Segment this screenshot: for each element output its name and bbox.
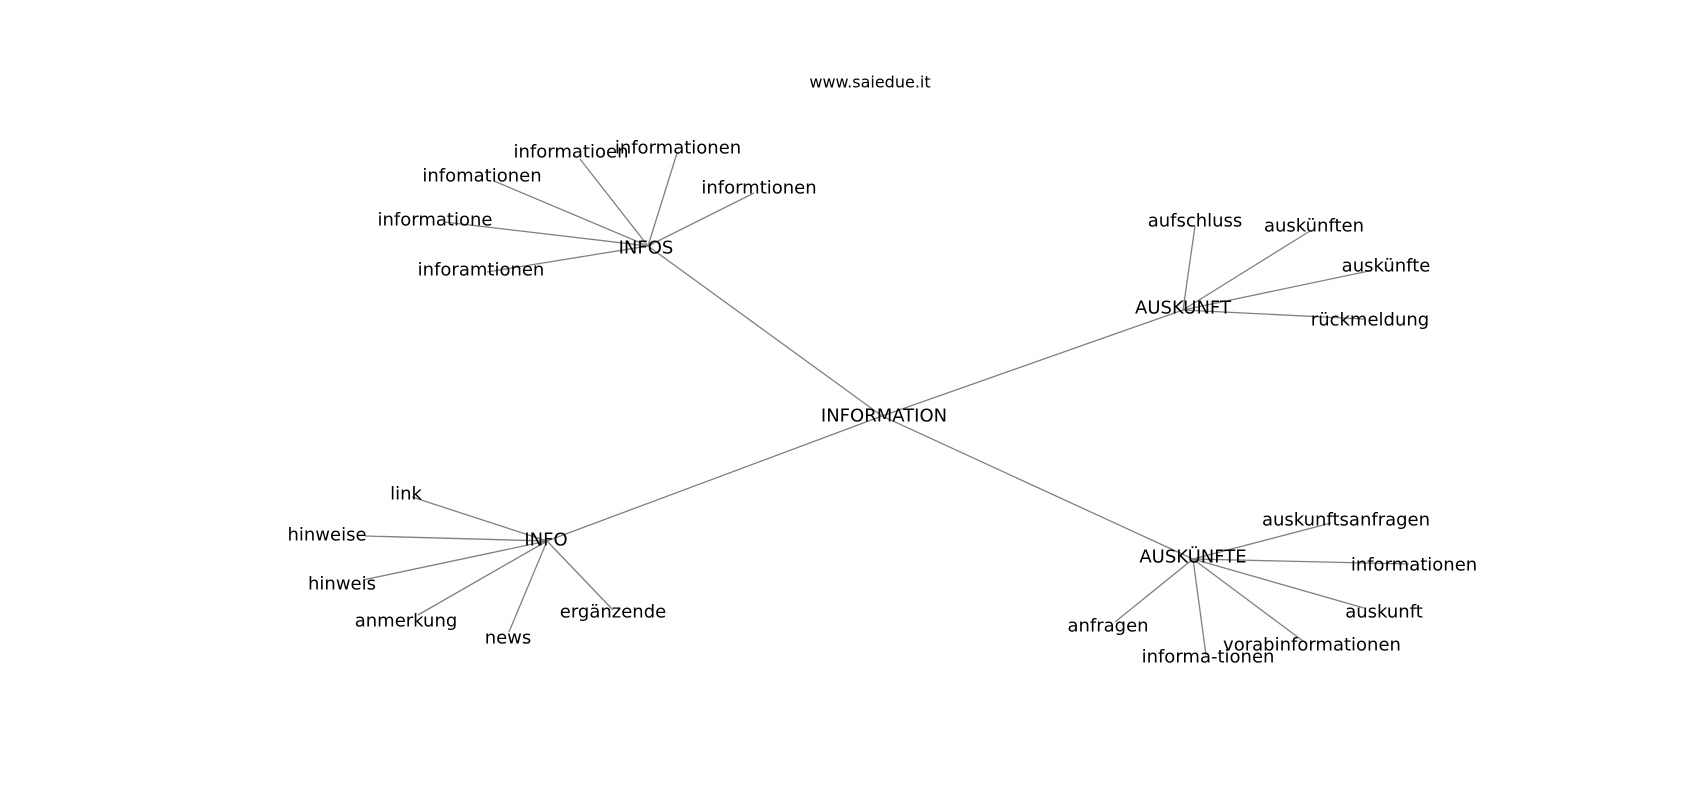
edge-auskunft-auskunft_3 — [1182, 270, 1370, 311]
node-label-auskunft_4: rückmeldung — [1311, 310, 1429, 331]
node-label-auskuenfte_3: auskunft — [1345, 602, 1423, 623]
edge-auskuenfte-auskuenfte_3 — [1192, 558, 1365, 609]
label-layer: INFORMATION INFOS AUSKUNFT INFO AUSKÜNFTE inf… — [287, 138, 1477, 668]
node-label-infos_3: infomationen — [422, 166, 541, 187]
edge-auskunft-auskunft_4 — [1182, 309, 1365, 320]
edge-info-info_1 — [411, 496, 548, 542]
edge-center-infos — [647, 245, 883, 417]
edge-infos-infos_1 — [579, 158, 649, 247]
node-label-auskuenfte_2: informationen — [1351, 555, 1477, 576]
edge-infos-infos_5 — [443, 221, 649, 247]
node-label-infos_4: informtionen — [701, 178, 816, 199]
node-label-auskunft_2: auskünften — [1264, 216, 1364, 237]
edge-info-info_2 — [364, 535, 548, 542]
edge-auskuenfte-auskuenfte_4 — [1192, 558, 1308, 645]
edge-auskunft-auskunft_1 — [1182, 225, 1196, 311]
node-label-infos_5: informatione — [378, 210, 493, 231]
node-label-auskuenfte_1: auskunftsanfragen — [1262, 510, 1430, 531]
edge-auskuenfte-auskuenfte_5 — [1192, 558, 1207, 656]
node-label-infos_2: informationen — [615, 138, 741, 159]
node-label-infos_1: informatioen — [514, 142, 629, 163]
edge-info-info_3 — [362, 540, 548, 581]
node-label-auskunft: AUSKUNFT — [1135, 298, 1232, 319]
node-label-auskuenfte_5: informa-tionen — [1142, 647, 1275, 668]
node-label-info_5: news — [485, 628, 532, 649]
node-label-info_1: link — [390, 484, 422, 505]
node-label-auskuenfte_4: vorabinformationen — [1223, 635, 1401, 656]
node-label-info_6: ergänzende — [560, 602, 666, 623]
edge-infos-infos_2 — [647, 152, 678, 247]
edge-auskunft-auskunft_2 — [1182, 230, 1311, 311]
node-label-infos_6: inforamtionen — [418, 260, 545, 281]
edge-center-auskuenfte — [881, 415, 1194, 560]
watermark-text: www.saiedue.it — [809, 73, 930, 92]
edge-auskuenfte-auskuenfte_6 — [1114, 558, 1194, 623]
edge-auskuenfte-auskuenfte_1 — [1192, 522, 1332, 560]
edge-info-info_4 — [417, 540, 548, 616]
node-label-auskuenfte: AUSKÜNFTE — [1139, 546, 1246, 568]
edge-auskuenfte-auskuenfte_2 — [1192, 558, 1410, 565]
node-label-info_4: anmerkung — [355, 611, 458, 632]
edge-infos-infos_4 — [647, 192, 755, 247]
node-label-info: INFO — [524, 530, 567, 551]
edge-info-info_6 — [546, 540, 614, 611]
node-label-auskuenfte_6: anfragen — [1067, 616, 1148, 637]
node-label-auskunft_3: auskünfte — [1342, 256, 1431, 277]
edge-center-auskunft — [881, 309, 1184, 417]
edge-infos-infos_3 — [493, 180, 649, 247]
edge-info-info_5 — [508, 540, 548, 633]
edge-infos-infos_6 — [486, 245, 649, 273]
node-label-center: INFORMATION — [821, 406, 947, 427]
node-label-auskunft_1: aufschluss — [1148, 211, 1243, 232]
node-label-infos: INFOS — [619, 238, 674, 259]
edge-center-info — [546, 415, 883, 542]
edge-layer — [362, 152, 1410, 656]
node-label-info_3: hinweis — [308, 574, 376, 595]
node-label-info_2: hinweise — [287, 525, 366, 546]
